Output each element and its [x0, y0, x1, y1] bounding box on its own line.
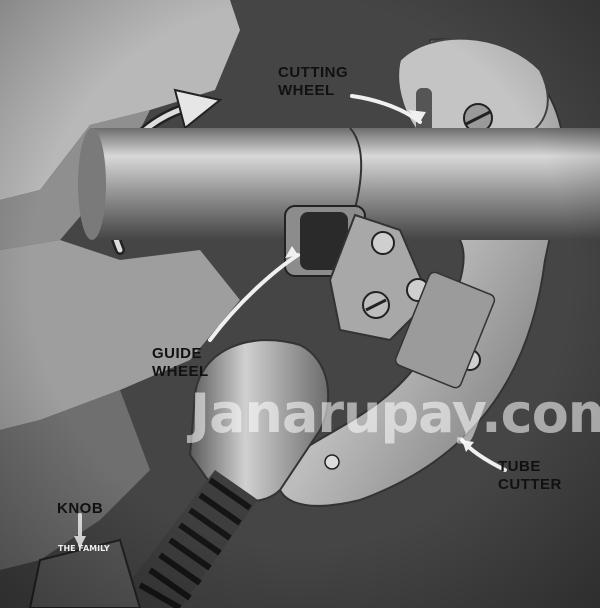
- callout-tube-cutter: TUBE CUTTER: [498, 458, 562, 494]
- callout-guide-wheel-line1: GUIDE: [152, 345, 203, 362]
- callout-knob: KNOB: [57, 500, 104, 517]
- watermark: Janarupay.com: [190, 382, 600, 445]
- callout-cutting-wheel-line2: WHEEL: [278, 82, 335, 99]
- knob-imprint: THE FAMILY: [58, 544, 110, 554]
- callout-cutting-wheel: CUTTING WHEEL: [278, 64, 348, 100]
- knob-imprint-line1: THE FAMILY: [58, 544, 110, 553]
- callout-tube-cutter-line1: TUBE: [498, 458, 541, 475]
- callout-guide-wheel: GUIDE WHEEL: [152, 345, 209, 381]
- callout-cutting-wheel-line1: CUTTING: [278, 64, 349, 81]
- callout-guide-wheel-line2: WHEEL: [152, 363, 209, 380]
- callout-tube-cutter-line2: CUTTER: [498, 476, 562, 493]
